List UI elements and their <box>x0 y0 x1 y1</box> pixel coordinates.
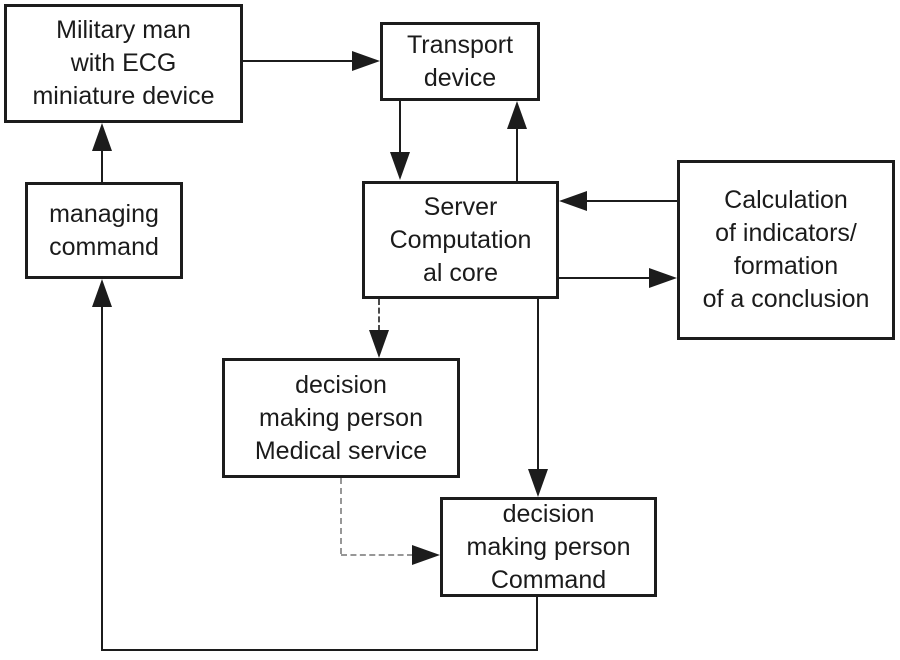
edge-military-to-transport-line <box>243 60 354 62</box>
node-decision-maker-command-text: decision <box>502 499 595 528</box>
node-calculation-text: formation <box>733 252 839 280</box>
node-decision-maker-command-text: making person <box>466 532 631 561</box>
node-military-man: Military man with ECG miniature device <box>4 4 243 123</box>
edge-calculation-to-server-line <box>586 200 677 202</box>
node-transport-device-text: device <box>423 63 497 92</box>
edge-server-to-medical-arrowhead-icon <box>369 330 389 358</box>
node-transport-device-text: Transport <box>406 30 514 59</box>
edge-command-to-managing-arrowhead-icon <box>92 279 112 307</box>
edge-medical-to-command-dashed-across-line <box>341 554 413 556</box>
edge-server-to-transport-arrowhead-icon <box>507 101 527 129</box>
node-decision-maker-medical-text: making person <box>259 403 423 432</box>
node-decision-maker-medical: decision making person Medical service <box>222 358 460 478</box>
node-decision-maker-command-text: Command <box>490 565 607 594</box>
edge-calculation-to-server-arrowhead-icon <box>559 191 587 211</box>
edge-transport-to-server-line <box>399 101 401 153</box>
node-calculation-text: Calculation <box>724 186 848 214</box>
node-calculation-text: of a conclusion <box>702 285 870 313</box>
node-server-computational-core: Server Computation al core <box>362 181 559 299</box>
edge-military-to-transport-arrowhead-icon <box>352 51 380 71</box>
edge-server-to-calculation-line <box>559 277 651 279</box>
edge-medical-to-command-dashed-down-line <box>340 478 342 554</box>
edge-command-feedback-bottom-line <box>101 649 538 651</box>
node-transport-device: Transport device <box>380 22 540 101</box>
node-server-text: Computation <box>389 225 532 254</box>
edge-server-to-calculation-arrowhead-icon <box>649 268 677 288</box>
edge-command-feedback-up-line <box>101 306 103 651</box>
node-military-man-text: miniature device <box>32 82 215 110</box>
edge-managing-to-military-arrowhead-icon <box>92 123 112 151</box>
node-decision-maker-command: decision making person Command <box>440 497 657 597</box>
edge-server-to-command-arrowhead-icon <box>528 469 548 497</box>
edge-server-to-medical-dashed-line <box>378 299 380 331</box>
edge-transport-to-server-arrowhead-icon <box>390 152 410 180</box>
node-calculation-text: of indicators/ <box>715 219 857 247</box>
node-managing-command-text: managing <box>49 199 159 228</box>
node-calculation-of-indicators: Calculation of indicators/ formation of … <box>677 160 895 340</box>
edge-server-to-transport-line <box>516 128 518 181</box>
node-managing-command: managing command <box>25 182 183 279</box>
edge-managing-to-military-line <box>101 150 103 182</box>
node-managing-command-text: command <box>49 232 159 261</box>
edge-medical-to-command-arrowhead-icon <box>412 545 440 565</box>
node-decision-maker-medical-text: Medical service <box>254 436 428 465</box>
edge-server-to-command-line <box>537 299 539 470</box>
node-server-text: al core <box>422 258 499 287</box>
node-server-text: Server <box>423 192 498 221</box>
node-military-man-text: Military man <box>56 16 191 44</box>
node-decision-maker-medical-text: decision <box>295 370 387 399</box>
edge-command-feedback-down-line <box>536 597 538 651</box>
node-military-man-text: with ECG <box>70 49 177 77</box>
